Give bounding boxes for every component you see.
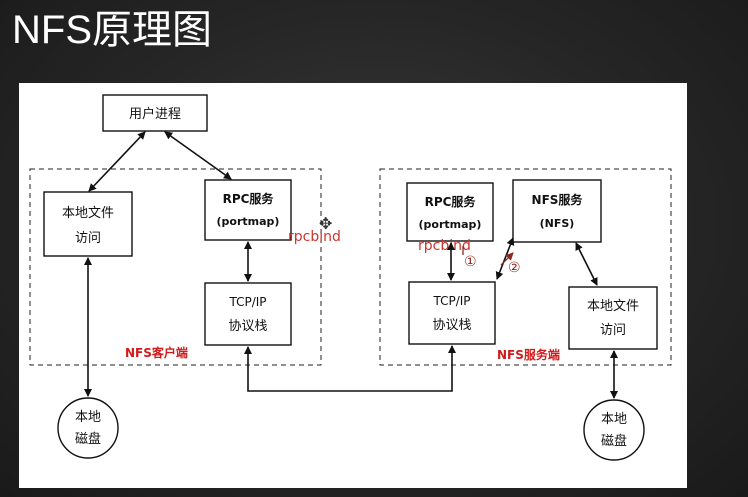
move-cursor-icon: ✥ [319, 214, 332, 233]
server-tcpip-line1: TCP/IP [432, 294, 470, 308]
client-tcpip-line1: TCP/IP [228, 295, 266, 309]
server-local-file-box: 本地文件 访问 [568, 286, 658, 350]
user-process-box: 用户进程 [102, 94, 208, 132]
server-group-label: NFS服务端 [497, 347, 560, 362]
server-nfs-line1: NFS服务 [532, 192, 584, 207]
server-tcpip-box: TCP/IP 协议栈 [408, 281, 496, 345]
client-local-file-line1: 本地文件 [62, 206, 114, 221]
server-tcpip-line2: 协议栈 [432, 318, 471, 333]
server-disk-line1: 本地 [601, 412, 627, 427]
server-disk: 本地 磁盘 [583, 399, 645, 461]
server-rpc-line2: (portmap) [419, 218, 482, 231]
step-1-marker: ① [464, 254, 477, 270]
server-rpcbind-annotation: rpcbind [418, 238, 471, 254]
arrow-server-nfs-to-file [575, 242, 598, 286]
server-local-file-line2: 访问 [600, 323, 626, 338]
server-nfs-box: NFS服务 (NFS) [512, 179, 602, 243]
user-process-label: 用户进程 [129, 106, 181, 122]
server-group [379, 168, 672, 366]
nfs-diagram: 用户进程 本地文件 访问 RPC服务 (portmap) rpcbind TCP… [29, 94, 672, 461]
client-rpc-line1: RPC服务 [223, 191, 275, 206]
arrow-client-tcpip-to-server-tcpip [244, 345, 456, 392]
client-disk-line2: 磁盘 [75, 431, 101, 447]
client-rpcbind-annotation: rpcbind [288, 229, 341, 245]
client-local-file-box: 本地文件 访问 [43, 191, 133, 257]
slide-title: NFS原理图 [12, 8, 212, 52]
arrow-user-to-client-file [88, 131, 146, 192]
client-tcpip-box: TCP/IP 协议栈 [204, 282, 292, 346]
diagram-panel: 用户进程 本地文件 访问 RPC服务 (portmap) rpcbind TCP… [19, 83, 687, 488]
arrow-user-to-client-rpc [164, 131, 232, 180]
step-2-arrow [500, 252, 514, 266]
client-local-file-line2: 访问 [75, 231, 101, 246]
client-rpc-box: RPC服务 (portmap) [204, 179, 292, 241]
arrow-server-tcpip-to-nfs [495, 237, 515, 280]
server-nfs-line2: (NFS) [540, 217, 575, 230]
server-disk-line2: 磁盘 [601, 433, 627, 449]
server-local-file-line1: 本地文件 [587, 299, 639, 314]
step-2-marker: ② [508, 260, 521, 276]
server-rpc-box: RPC服务 (portmap) [406, 182, 494, 242]
client-group-label: NFS客户端 [125, 345, 188, 360]
client-disk-line1: 本地 [75, 410, 101, 425]
server-rpc-line1: RPC服务 [425, 194, 477, 209]
client-rpc-line2: (portmap) [217, 215, 280, 228]
client-disk: 本地 磁盘 [57, 397, 119, 459]
client-tcpip-line2: 协议栈 [228, 319, 267, 334]
